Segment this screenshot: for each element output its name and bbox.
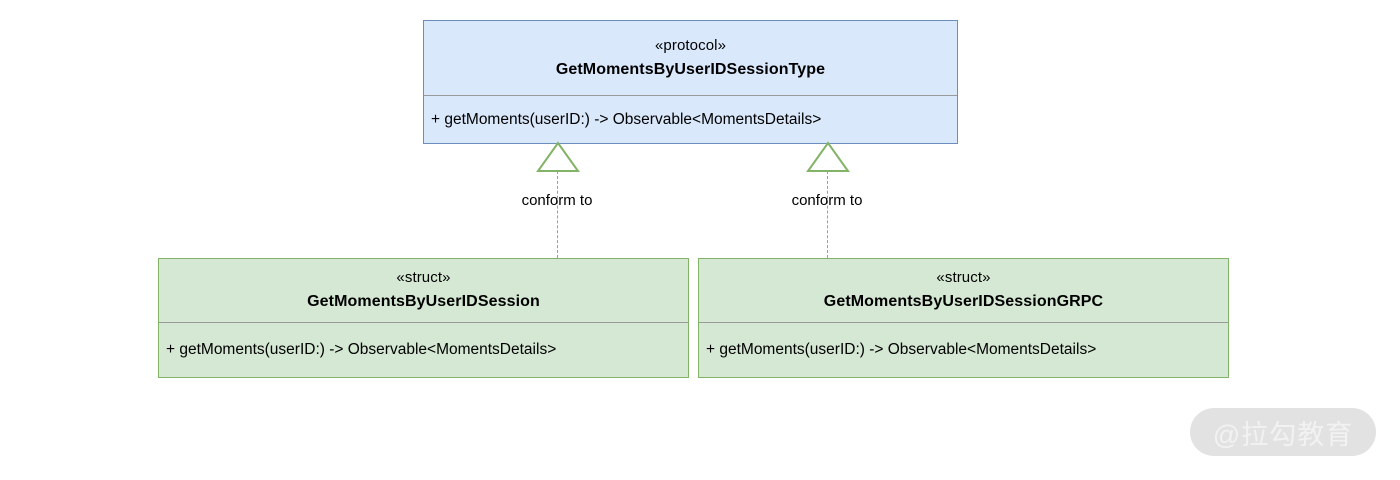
conform-label-left: conform to bbox=[521, 192, 593, 209]
class-box-protocol[interactable]: «protocol» GetMomentsByUserIDSessionType… bbox=[423, 20, 958, 144]
class-box-protocol-method-0: + getMoments(userID:) -> Observable<Mome… bbox=[431, 110, 822, 128]
class-box-struct-session-grpc-header: «struct» GetMomentsByUserIDSessionGRPC bbox=[699, 259, 1228, 322]
conform-dashed-line-right bbox=[827, 171, 828, 258]
class-box-struct-session-name: GetMomentsByUserIDSession bbox=[307, 293, 540, 311]
conform-arrowhead-left bbox=[536, 141, 580, 172]
conform-arrowhead-right bbox=[806, 141, 850, 172]
class-box-struct-session-divider bbox=[159, 322, 688, 323]
class-box-struct-session-grpc[interactable]: «struct» GetMomentsByUserIDSessionGRPC +… bbox=[698, 258, 1229, 378]
class-box-struct-session-method-row: + getMoments(userID:) -> Observable<Mome… bbox=[159, 323, 688, 377]
class-box-struct-session-grpc-divider bbox=[699, 322, 1228, 323]
class-box-struct-session-method-0: + getMoments(userID:) -> Observable<Mome… bbox=[166, 341, 557, 358]
class-box-struct-session-grpc-method-0: + getMoments(userID:) -> Observable<Mome… bbox=[706, 341, 1097, 358]
class-box-protocol-name: GetMomentsByUserIDSessionType bbox=[555, 60, 826, 78]
class-box-protocol-divider bbox=[424, 95, 957, 96]
class-box-protocol-header: «protocol» GetMomentsByUserIDSessionType bbox=[424, 21, 957, 95]
class-box-struct-session-grpc-stereotype: «struct» bbox=[936, 269, 991, 287]
hollow-triangle-icon bbox=[536, 141, 580, 172]
class-box-protocol-stereotype: «protocol» bbox=[654, 36, 727, 54]
class-box-protocol-method-row: + getMoments(userID:) -> Observable<Mome… bbox=[424, 96, 957, 143]
conform-dashed-line-left bbox=[557, 171, 558, 258]
class-box-struct-session[interactable]: «struct» GetMomentsByUserIDSession + get… bbox=[158, 258, 689, 378]
class-box-struct-session-grpc-name: GetMomentsByUserIDSessionGRPC bbox=[823, 293, 1104, 311]
class-box-struct-session-header: «struct» GetMomentsByUserIDSession bbox=[159, 259, 688, 322]
class-box-struct-session-stereotype: «struct» bbox=[396, 269, 451, 287]
class-box-struct-session-grpc-method-row: + getMoments(userID:) -> Observable<Mome… bbox=[699, 323, 1228, 377]
watermark: @拉勾教育 bbox=[1190, 408, 1376, 456]
hollow-triangle-icon bbox=[806, 141, 850, 172]
conform-label-right: conform to bbox=[791, 192, 863, 209]
